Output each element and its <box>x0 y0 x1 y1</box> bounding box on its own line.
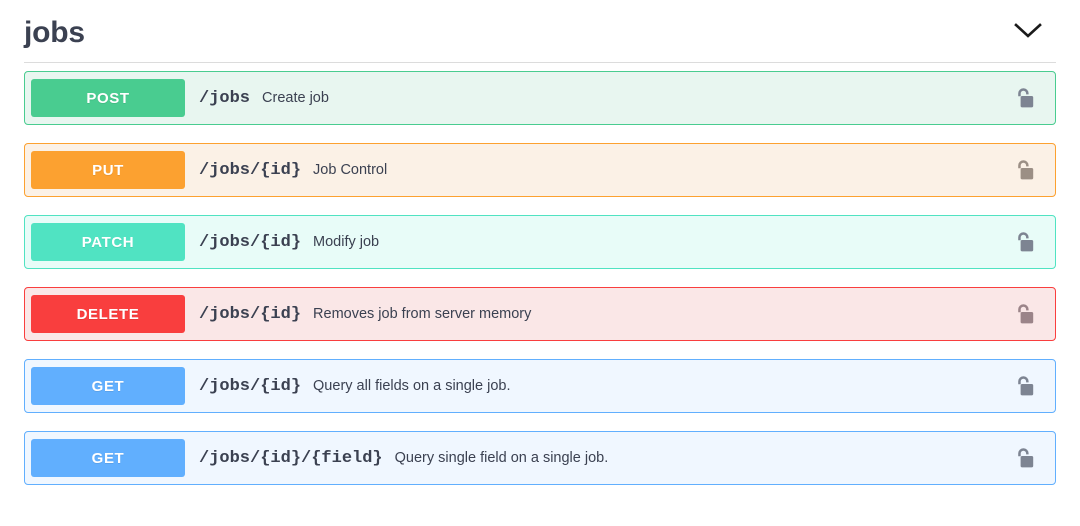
unlocked-padlock-icon[interactable] <box>1013 301 1037 327</box>
operation-path: /jobs <box>199 88 251 108</box>
http-method-badge: GET <box>31 439 185 477</box>
chevron-down-icon[interactable] <box>1010 13 1046 49</box>
page-title: jobs <box>24 16 85 49</box>
unlocked-padlock-icon[interactable] <box>1013 373 1037 399</box>
operation-row[interactable]: POST/jobs Create job <box>24 71 1056 125</box>
operation-row[interactable]: PUT/jobs/{id} Job Control <box>24 143 1056 197</box>
http-method-badge: GET <box>31 367 185 405</box>
operation-summary: Job Control <box>313 162 388 178</box>
http-method-badge: DELETE <box>31 295 185 333</box>
operation-row[interactable]: DELETE/jobs/{id} Removes job from server … <box>24 287 1056 341</box>
operation-path: /jobs/{id}/{field} <box>199 448 383 468</box>
operation-summary: Removes job from server memory <box>313 306 532 322</box>
operation-path: /jobs/{id} <box>199 160 302 180</box>
unlocked-padlock-icon[interactable] <box>1013 85 1037 111</box>
tag-header-jobs[interactable]: jobs <box>24 0 1056 63</box>
unlocked-padlock-icon[interactable] <box>1013 445 1037 471</box>
http-method-badge: PUT <box>31 151 185 189</box>
operation-row[interactable]: GET/jobs/{id} Query all fields on a singl… <box>24 359 1056 413</box>
http-method-badge: POST <box>31 79 185 117</box>
unlocked-padlock-icon[interactable] <box>1013 157 1037 183</box>
operation-summary: Query all fields on a single job. <box>313 378 511 394</box>
operation-path: /jobs/{id} <box>199 376 302 396</box>
operation-summary: Modify job <box>313 234 380 250</box>
operation-summary: Query single field on a single job. <box>394 450 609 466</box>
http-method-badge: PATCH <box>31 223 185 261</box>
operation-path: /jobs/{id} <box>199 232 302 252</box>
operation-row[interactable]: GET/jobs/{id}/{field} Query single field … <box>24 431 1056 485</box>
unlocked-padlock-icon[interactable] <box>1013 229 1037 255</box>
operation-row[interactable]: PATCH/jobs/{id} Modify job <box>24 215 1056 269</box>
operation-path: /jobs/{id} <box>199 304 302 324</box>
operation-summary: Create job <box>262 90 329 106</box>
